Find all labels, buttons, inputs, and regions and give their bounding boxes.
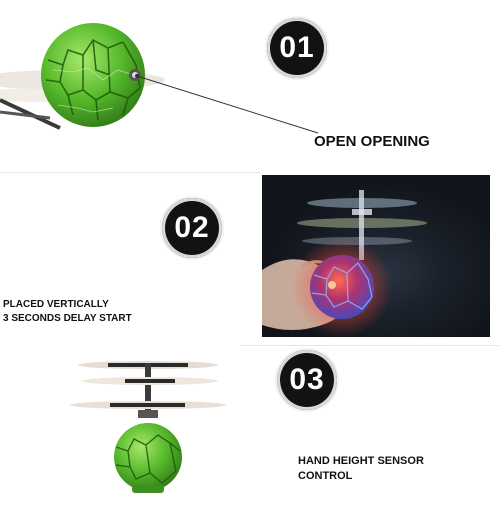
divider-2: [240, 345, 500, 346]
section-1: 01 OPEN OPENING: [0, 0, 500, 165]
divider-1: [0, 172, 260, 173]
hand-held-led-ball-photo: [262, 175, 490, 337]
green-crackle-ball-icon: [41, 23, 145, 127]
step-badge-03: 03: [277, 350, 337, 410]
step-2-label-line2: 3 SECONDS DELAY START: [3, 313, 132, 324]
switch-pointer-line-icon: [135, 74, 319, 134]
section-3: 03 HAND HEIGHT SENSOR CONTROL: [0, 345, 500, 500]
step-badge-01: 01: [267, 18, 327, 78]
helicopter-ball-toy-icon: [70, 361, 226, 493]
step-2-label-line1: PLACED VERTICALLY: [3, 299, 109, 310]
step-badge-02: 02: [162, 198, 222, 258]
step-1-label: OPEN OPENING: [314, 133, 430, 150]
section-2: 02 PLACED VERTICALLY 3 SECONDS DELAY STA…: [0, 170, 500, 340]
step-3-label-line1: HAND HEIGHT SENSOR: [298, 455, 424, 467]
hand-held-led-ball-icon: [262, 190, 427, 337]
step-3-label-line2: CONTROL: [298, 470, 353, 482]
